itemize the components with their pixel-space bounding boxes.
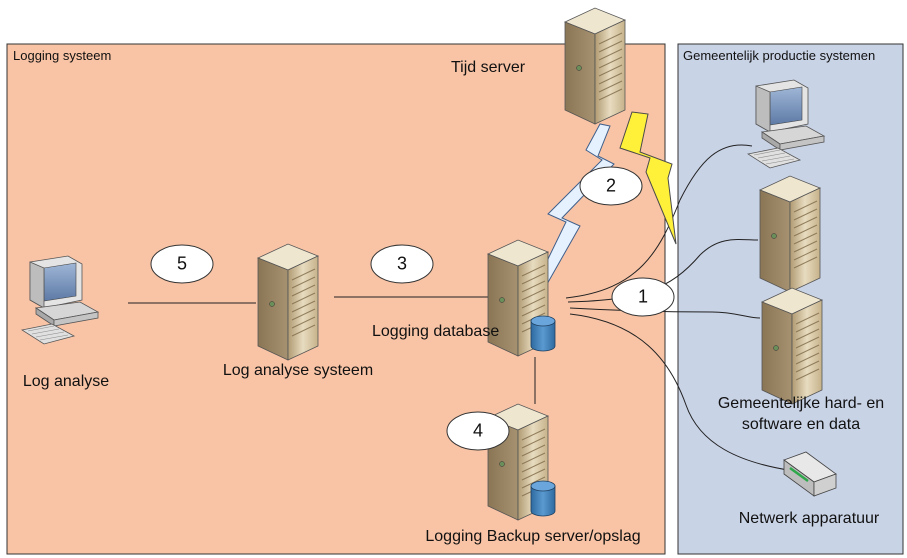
logging-zone-title: Logging systeem	[13, 48, 112, 63]
step-3-marker	[370, 244, 434, 284]
step-1-number: 1	[637, 286, 648, 307]
step-4-marker	[446, 411, 510, 451]
link-database-to-server-b	[569, 307, 761, 319]
log-analysis-label: Log analyse	[22, 373, 110, 390]
backup-server-label: Logging Backup server/opslag	[425, 528, 641, 545]
step-1-marker	[611, 277, 675, 317]
network-device-icon	[783, 451, 837, 497]
logging-system-zone	[6, 43, 666, 555]
municipal-hw-label-line1: Gemeentelijke hard- en	[717, 395, 885, 412]
database-cylinder-icon	[530, 315, 556, 352]
network-equipment-label: Netwerk apparatuur	[738, 510, 880, 527]
step-2-number: 2	[605, 175, 616, 196]
link-database-to-pc	[565, 144, 753, 299]
municipal-hw-label-line2: software en data	[741, 416, 861, 433]
log-analysis-system-label: Log analyse systeem	[222, 362, 374, 379]
step-5-number: 5	[176, 253, 187, 274]
time-server-label: Tijd server	[451, 59, 526, 76]
step-2-marker	[579, 166, 643, 206]
step-4-number: 4	[472, 420, 483, 441]
municipal-zone-title: Gemeentelijk productie systemen	[683, 48, 876, 63]
step-3-number: 3	[396, 253, 407, 274]
backup-cylinder-icon	[530, 480, 556, 517]
logging-database-label: Logging database	[372, 323, 500, 340]
step-5-marker	[150, 244, 214, 284]
time-sync-bolt-yellow	[619, 111, 677, 245]
link-database-to-network	[569, 313, 789, 471]
